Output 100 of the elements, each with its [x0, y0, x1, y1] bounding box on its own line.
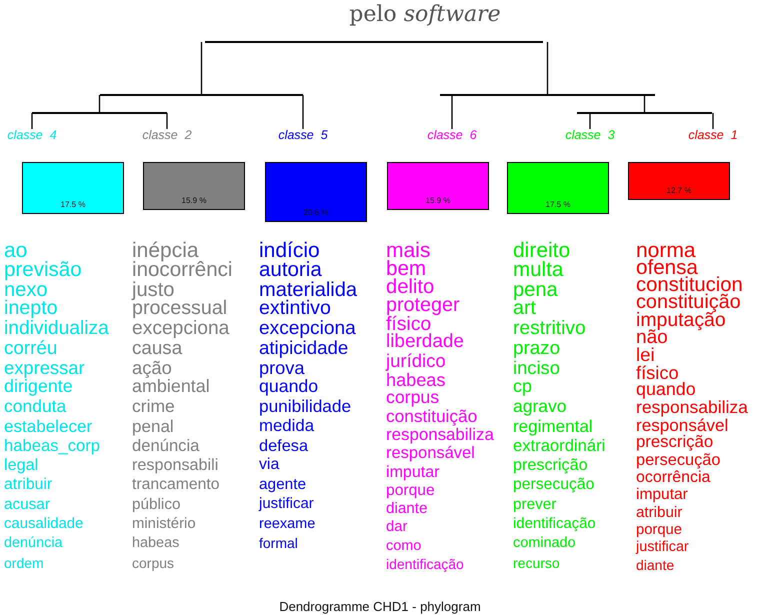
word: inciso — [513, 358, 560, 378]
branch-line — [98, 95, 100, 112]
word: não — [636, 328, 668, 346]
word: diante — [636, 558, 674, 576]
word: multa — [513, 260, 564, 280]
word: via — [259, 457, 280, 476]
caption: Dendrogramme CHD1 - phylogram — [278, 599, 482, 614]
word: individualiza — [4, 319, 109, 339]
branch-line — [302, 95, 304, 129]
word: físico — [636, 364, 679, 382]
word: mais — [386, 240, 430, 259]
word: habeas_corp — [4, 438, 100, 456]
word: pena — [513, 280, 558, 300]
word: agravo — [513, 398, 567, 418]
percentage: 17.5 % — [60, 200, 86, 209]
word: prova — [259, 358, 304, 378]
word: art — [513, 299, 536, 319]
word: ofensa — [636, 258, 698, 276]
word: previsão — [4, 260, 82, 280]
word: liberdade — [386, 333, 464, 352]
word: porque — [636, 522, 682, 540]
word: justificar — [636, 540, 689, 558]
word: identificação — [513, 516, 596, 534]
word: habeas — [132, 536, 180, 554]
word: responsável — [386, 445, 475, 464]
word: crime — [132, 398, 175, 418]
word: identificação — [386, 557, 464, 574]
word: persecução — [636, 452, 720, 470]
word: ação — [132, 358, 172, 378]
word: conduta — [4, 398, 66, 418]
word: medida — [259, 418, 314, 437]
branch-line — [31, 113, 33, 129]
word: prazo — [513, 338, 560, 358]
word: restritivo — [513, 319, 586, 339]
word: extraordinári — [513, 438, 606, 456]
word: nexo — [4, 280, 48, 300]
word: responsabiliza — [386, 426, 494, 446]
class-size-box — [507, 162, 609, 214]
word: físico — [386, 314, 432, 334]
word: quando — [259, 378, 318, 398]
class-size-box — [265, 162, 367, 222]
word: autoria — [259, 260, 322, 280]
word: trancamento — [132, 477, 220, 495]
branch-line — [166, 113, 168, 129]
word: prescrição — [513, 457, 588, 476]
word: delito — [386, 277, 434, 296]
word: processual — [132, 299, 228, 319]
word: proteger — [386, 296, 460, 315]
word: inocorrênci — [132, 260, 232, 280]
junction-line — [440, 94, 655, 96]
word: imputação — [636, 310, 726, 328]
word: atipicidade — [259, 338, 348, 358]
word: quando — [636, 381, 696, 400]
junction-line — [577, 112, 712, 114]
junction-line — [32, 112, 167, 114]
title: pelo software — [348, 2, 502, 27]
class-label: classe 5 — [258, 128, 348, 142]
word: justificar — [259, 496, 314, 514]
word: ambiental — [132, 378, 210, 398]
word: imputar — [636, 487, 688, 506]
word: responsabiliza — [636, 399, 748, 417]
word: punibilidade — [259, 398, 352, 418]
word: materialida — [259, 280, 358, 300]
word: inepto — [4, 299, 58, 319]
word: legal — [4, 457, 38, 476]
branch-line — [546, 42, 548, 94]
word: excepciona — [259, 319, 356, 339]
word: denúncia — [132, 438, 200, 456]
word: constituição — [636, 293, 741, 311]
word: corpus — [132, 556, 174, 573]
word: corpus — [386, 389, 440, 408]
word: responsável — [636, 416, 728, 434]
branch-line — [200, 42, 202, 94]
word: reexame — [259, 516, 316, 534]
junction-line — [205, 41, 543, 43]
word: porque — [386, 482, 435, 501]
percentage: 17.5 % — [546, 200, 570, 209]
word: como — [386, 538, 422, 556]
word: justo — [132, 280, 174, 300]
word: corréu — [4, 338, 58, 358]
word: constituição — [386, 408, 478, 427]
word: denúncia — [4, 536, 63, 554]
branch-line — [451, 95, 453, 129]
word: dar — [386, 520, 408, 537]
word: indício — [259, 240, 320, 260]
word: ao — [4, 240, 28, 260]
word: norma — [636, 240, 696, 258]
word: prever — [513, 496, 556, 515]
percentage: 15.9 % — [426, 196, 450, 205]
word: regimental — [513, 418, 593, 438]
word: cominado — [513, 536, 576, 554]
junction-line — [100, 94, 303, 96]
class-size-box — [628, 162, 730, 200]
word: responsabili — [132, 457, 218, 476]
word: lei — [636, 346, 655, 364]
word: agente — [259, 477, 306, 495]
word: dirigente — [4, 378, 73, 398]
word: recurso — [513, 556, 560, 573]
word: defesa — [259, 438, 308, 456]
word: causa — [132, 338, 182, 358]
